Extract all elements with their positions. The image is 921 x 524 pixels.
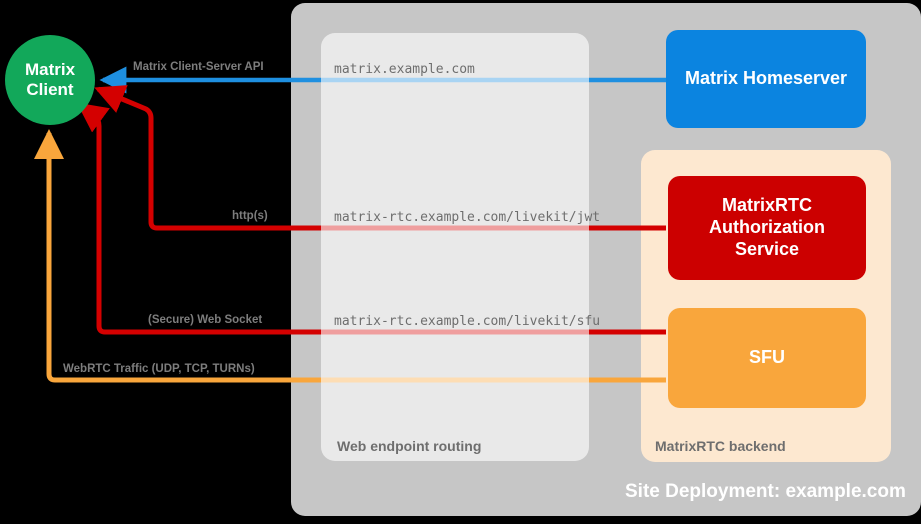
connector-websocket: [76, 102, 666, 335]
node-matrix-homeserver-label: Matrix Homeserver: [684, 68, 848, 89]
node-matrixrtc-authorization-service[interactable]: MatrixRTC Authorization Service: [668, 176, 866, 280]
node-matrix-homeserver[interactable]: Matrix Homeserver: [666, 30, 866, 128]
connector-label-webrtc: WebRTC Traffic (UDP, TCP, TURNs): [63, 363, 255, 375]
node-auth-label-line3: Service: [734, 238, 800, 259]
endpoint-label-matrix-url: matrix.example.com: [334, 62, 475, 77]
node-auth-label-line2: Authorization: [709, 217, 825, 238]
connector-label-https: http(s): [232, 210, 268, 222]
panel-label-web-endpoint-routing: Web endpoint routing: [337, 438, 482, 454]
node-auth-label-line1: MatrixRTC: [721, 195, 812, 216]
node-matrix-client-label-line2: Client: [26, 80, 74, 99]
node-sfu-label: SFU: [749, 347, 785, 368]
node-sfu[interactable]: SFU: [668, 308, 866, 408]
panel-label-site-deployment: Site Deployment: example.com: [625, 481, 906, 502]
connector-https: [94, 85, 666, 231]
connector-label-cs-api: Matrix Client-Server API: [133, 61, 264, 73]
node-auth-label: MatrixRTC Authorization Service: [709, 195, 825, 261]
web-endpoint-routing-panel: [321, 33, 589, 461]
endpoint-label-jwt-url: matrix-rtc.example.com/livekit/jwt: [334, 210, 601, 225]
panel-label-matrixrtc-backend: MatrixRTC backend: [655, 438, 786, 454]
endpoint-label-sfu-url: matrix-rtc.example.com/livekit/sfu: [334, 314, 601, 329]
node-matrix-client-label-line1: Matrix: [24, 59, 76, 79]
connector-label-websocket: (Secure) Web Socket: [148, 314, 263, 326]
node-matrix-client-label: Matrix Client: [25, 60, 75, 100]
connector-webrtc: [34, 128, 666, 383]
